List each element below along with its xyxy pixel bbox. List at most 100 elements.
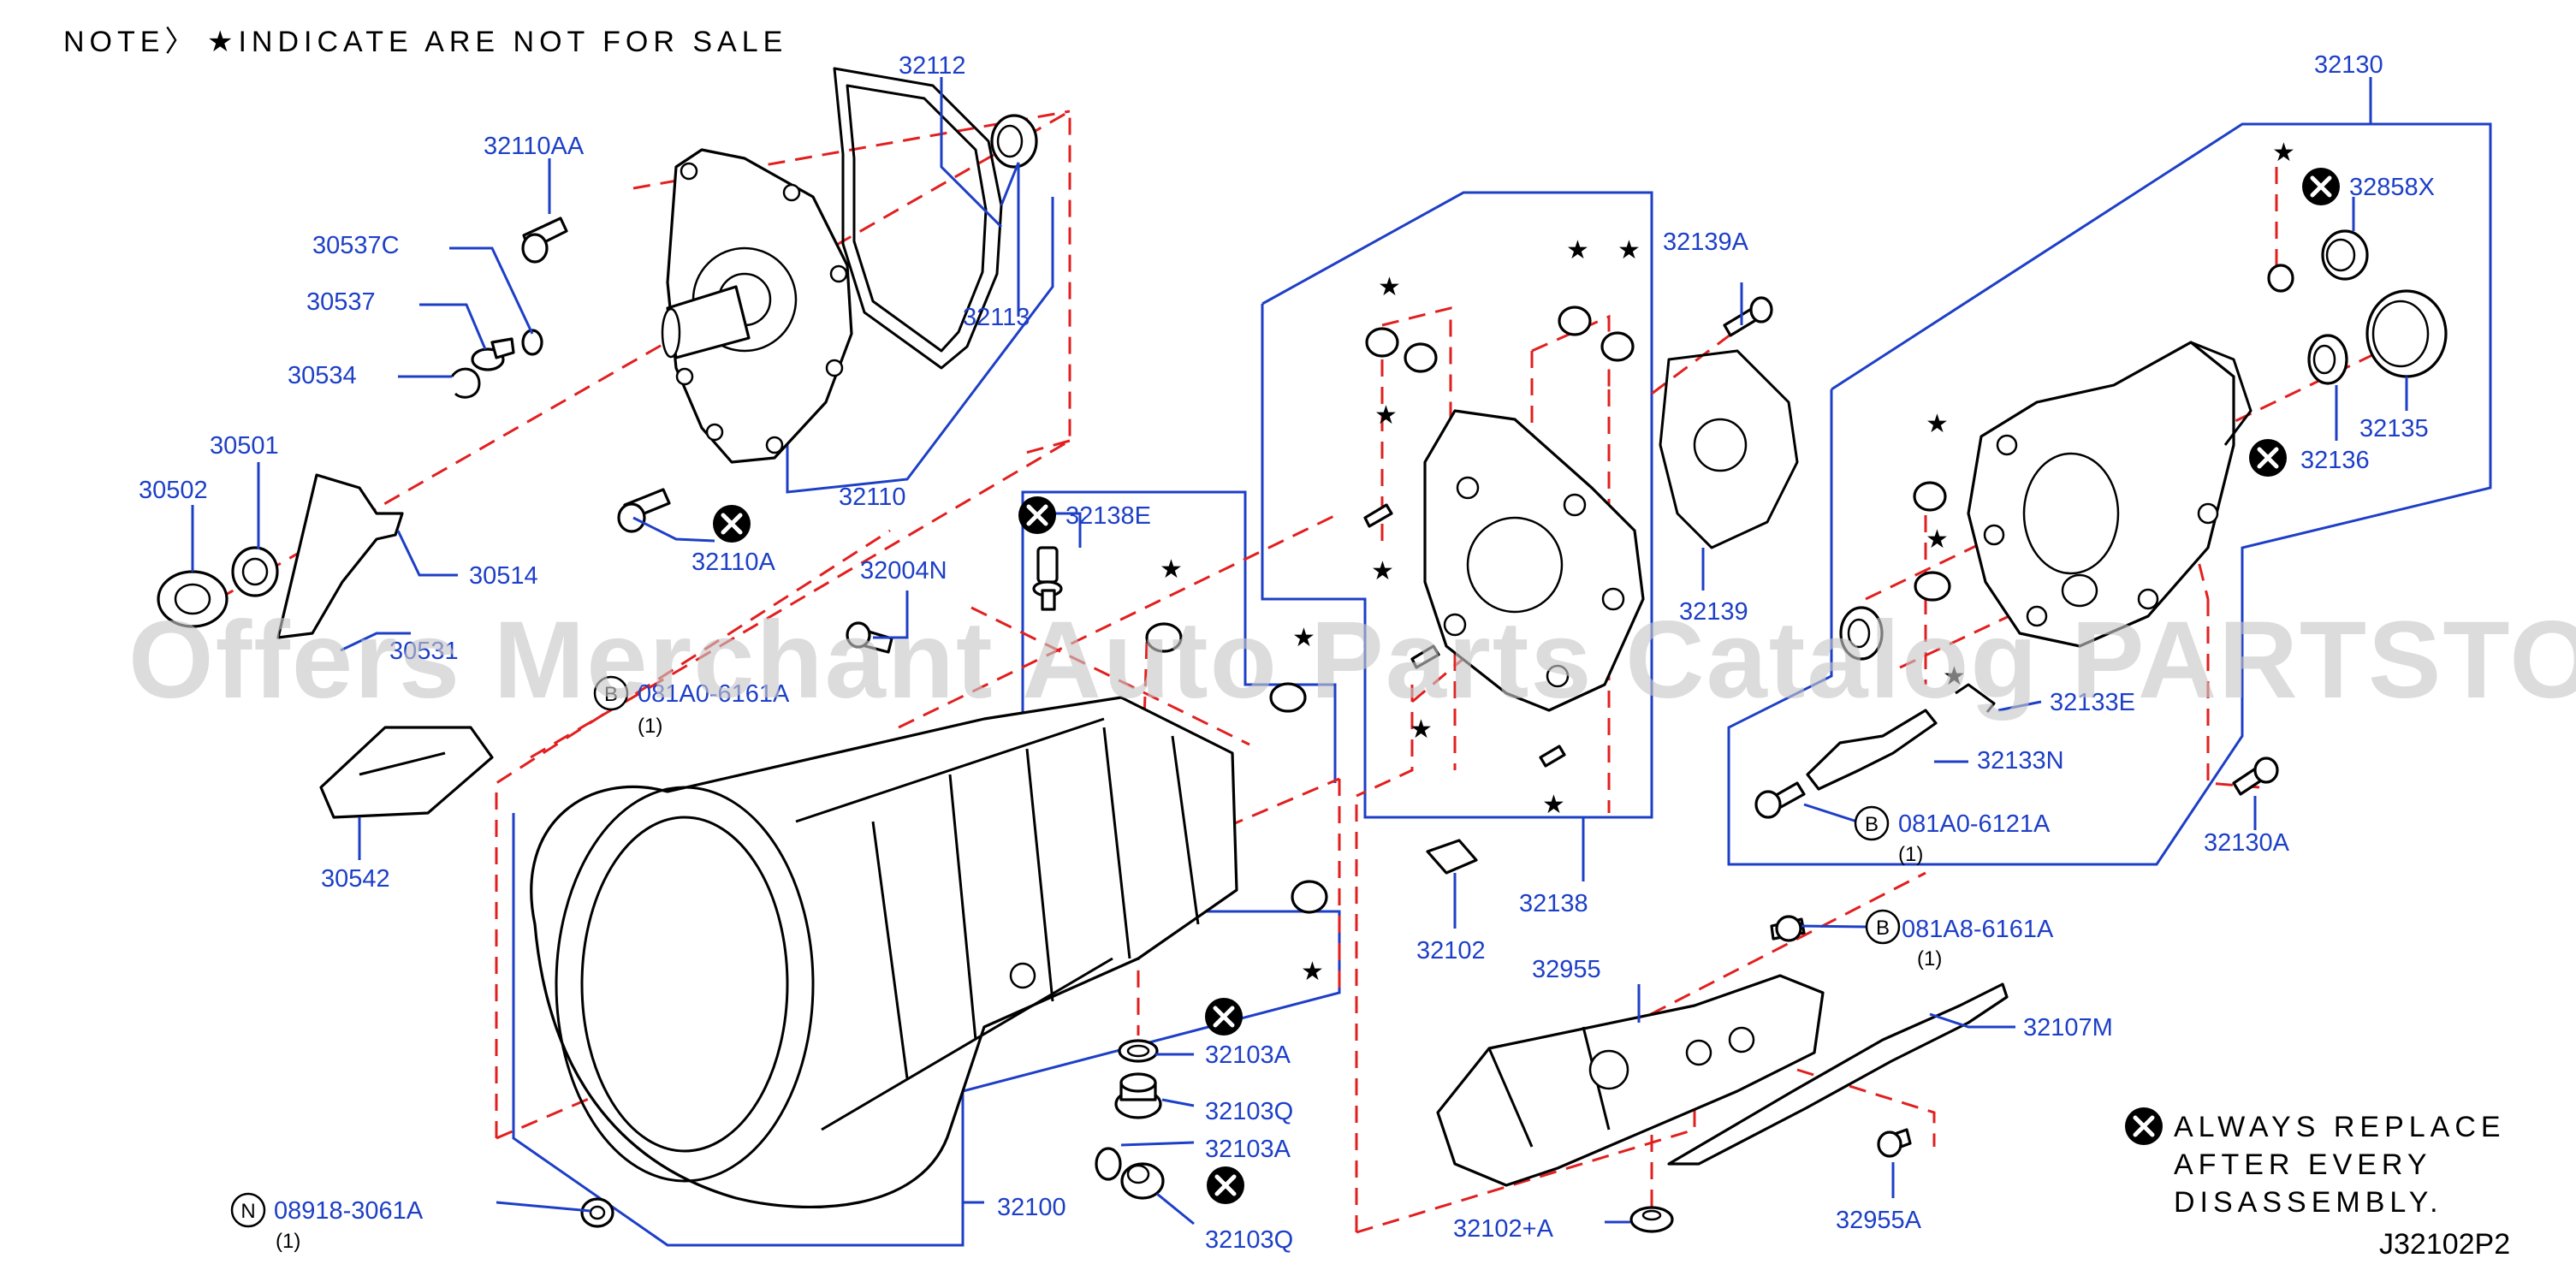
star-icon: ★ xyxy=(1374,401,1398,430)
bolt-32004N[interactable] xyxy=(846,621,893,654)
adapter-plate[interactable] xyxy=(1423,409,1645,712)
bearing-30501[interactable] xyxy=(231,546,279,597)
label-081A0-6121A[interactable]: 081A0-6121A xyxy=(1898,810,2051,838)
dowel-pin-1[interactable] xyxy=(1363,503,1393,528)
label-32955A[interactable]: 32955A xyxy=(1836,1207,1922,1234)
label-32138[interactable]: 32138 xyxy=(1519,890,1588,917)
bearing-32130-3[interactable] xyxy=(1839,606,1884,661)
label-32103A-1[interactable]: 32103A xyxy=(1205,1042,1291,1069)
bushing-case-2[interactable] xyxy=(1269,682,1307,713)
star-icon: ★ xyxy=(1371,557,1394,585)
bolt-32139A[interactable] xyxy=(1723,296,1773,337)
skid-plate-32955[interactable] xyxy=(1436,974,1825,1187)
bolt-32130A[interactable] xyxy=(2232,757,2279,796)
label-32103Q-1[interactable]: 32103Q xyxy=(1205,1098,1293,1125)
label-08918-3061A[interactable]: 08918-3061A xyxy=(274,1197,424,1225)
bolt-32955A[interactable] xyxy=(1877,1128,1912,1158)
lever-32133E[interactable] xyxy=(1955,683,1996,713)
label-32112[interactable]: 32112 xyxy=(899,52,966,80)
group-outlines xyxy=(512,122,2492,1247)
label-32133E[interactable]: 32133E xyxy=(2050,689,2135,716)
label-30537[interactable]: 30537 xyxy=(306,288,376,316)
shim-32102[interactable] xyxy=(1426,839,1478,875)
label-32110[interactable]: 32110 xyxy=(839,484,906,511)
star-markers: ★ ★ ★ ★ ★ ★ ★ ★ ★ ★ ★ ★ ★ ★ xyxy=(1160,139,2295,986)
label-32130A[interactable]: 32130A xyxy=(2204,829,2290,857)
label-30501[interactable]: 30501 xyxy=(210,432,279,460)
bushing-32138-3[interactable] xyxy=(1558,306,1592,336)
washer-32103A-2[interactable] xyxy=(1095,1147,1122,1181)
fork-30531[interactable] xyxy=(276,473,404,639)
label-32103A-2[interactable]: 32103A xyxy=(1205,1136,1291,1163)
bushing-32130-2[interactable] xyxy=(1914,571,1951,602)
label-32100[interactable]: 32100 xyxy=(997,1194,1066,1221)
label-30514[interactable]: 30514 xyxy=(469,562,538,590)
clip-30537C[interactable] xyxy=(521,329,543,356)
seal-32113[interactable] xyxy=(990,114,1038,169)
label-30531[interactable]: 30531 xyxy=(389,638,459,665)
bushing-32138-1[interactable] xyxy=(1365,327,1399,358)
pin-32138E[interactable] xyxy=(1032,546,1063,611)
label-32113[interactable]: 32113 xyxy=(963,304,1030,331)
sleeve-32858X[interactable] xyxy=(2321,229,2369,281)
dowel-pin-2[interactable] xyxy=(1410,644,1440,669)
transmission-case-32100[interactable] xyxy=(530,696,1238,1209)
washer-32103A-1[interactable] xyxy=(1118,1039,1159,1063)
circle-markers: B B B N xyxy=(230,675,1901,1228)
label-32103Q-2[interactable]: 32103Q xyxy=(1205,1226,1293,1254)
label-32139[interactable]: 32139 xyxy=(1679,598,1748,626)
bolt-081A8-6161A[interactable] xyxy=(1770,915,1806,942)
dust-cover-32135[interactable] xyxy=(2365,289,2448,378)
seal-32136[interactable] xyxy=(2307,334,2348,385)
label-32004N[interactable]: 32004N xyxy=(860,557,947,585)
bearing-30502[interactable] xyxy=(157,570,229,628)
label-32135[interactable]: 32135 xyxy=(2359,415,2429,442)
clip-30534[interactable] xyxy=(450,367,481,399)
bushing-32130-1[interactable] xyxy=(1913,481,1947,512)
bushing-32858X[interactable] xyxy=(2267,264,2294,293)
front-cover-32110[interactable] xyxy=(661,148,853,464)
label-32130[interactable]: 32130 xyxy=(2314,51,2383,79)
label-30534[interactable]: 30534 xyxy=(288,362,357,389)
label-30537C[interactable]: 30537C xyxy=(312,232,400,259)
plug-32103Q-1[interactable] xyxy=(1114,1072,1162,1119)
label-32136[interactable]: 32136 xyxy=(2300,447,2370,474)
nut-08918-3061A[interactable] xyxy=(580,1197,614,1228)
bolt-081A0-6121A[interactable] xyxy=(1754,781,1806,819)
washer-32102plusA[interactable] xyxy=(1629,1206,1674,1233)
label-32110A[interactable]: 32110A xyxy=(691,549,775,576)
star-icon: ★ xyxy=(1926,410,1949,438)
gasket-32112[interactable] xyxy=(833,67,1003,370)
gasket-32139[interactable] xyxy=(1659,349,1799,549)
label-32858X[interactable]: 32858X xyxy=(2349,174,2435,201)
bushing-32138-4[interactable] xyxy=(1600,331,1635,362)
legend-line-3: DISASSEMBLY. xyxy=(2174,1186,2443,1219)
legend-line-1: ALWAYS REPLACE xyxy=(2174,1111,2506,1143)
b-marker-081A0-6121A: B xyxy=(1854,805,1890,841)
boot-30542[interactable] xyxy=(319,726,494,819)
label-081A8-6161A[interactable]: 081A8-6161A xyxy=(1902,916,2054,943)
extension-housing-32130[interactable] xyxy=(1967,341,2253,648)
label-32955[interactable]: 32955 xyxy=(1532,956,1601,983)
bracket-32107M[interactable] xyxy=(1667,982,2009,1166)
dowel-pin-3[interactable] xyxy=(1539,745,1566,768)
qty-081A8-6161A: (1) xyxy=(1917,947,1942,970)
bushing-32138-2[interactable] xyxy=(1404,342,1438,373)
label-32139A[interactable]: 32139A xyxy=(1663,228,1749,256)
bushing-case-3[interactable] xyxy=(1291,880,1328,914)
plug-32103Q-2[interactable] xyxy=(1120,1162,1165,1200)
label-32110AA[interactable]: 32110AA xyxy=(484,133,585,160)
bolt-32110A[interactable] xyxy=(617,488,671,533)
label-32102[interactable]: 32102 xyxy=(1416,937,1486,964)
label-32107M[interactable]: 32107M xyxy=(2023,1014,2113,1042)
label-32138E[interactable]: 32138E xyxy=(1065,502,1151,530)
pivot-30537[interactable] xyxy=(471,337,515,371)
bolt-32110AA[interactable] xyxy=(521,217,568,264)
label-30542[interactable]: 30542 xyxy=(321,865,390,893)
label-30502[interactable]: 30502 xyxy=(139,477,208,504)
lever-32133N[interactable] xyxy=(1806,709,1938,791)
label-32133N[interactable]: 32133N xyxy=(1977,747,2064,774)
label-32102plusA[interactable]: 32102+A xyxy=(1453,1215,1554,1243)
label-081A0-6161A[interactable]: 081A0-6161A xyxy=(638,680,790,708)
bushing-case-1[interactable] xyxy=(1145,622,1183,653)
